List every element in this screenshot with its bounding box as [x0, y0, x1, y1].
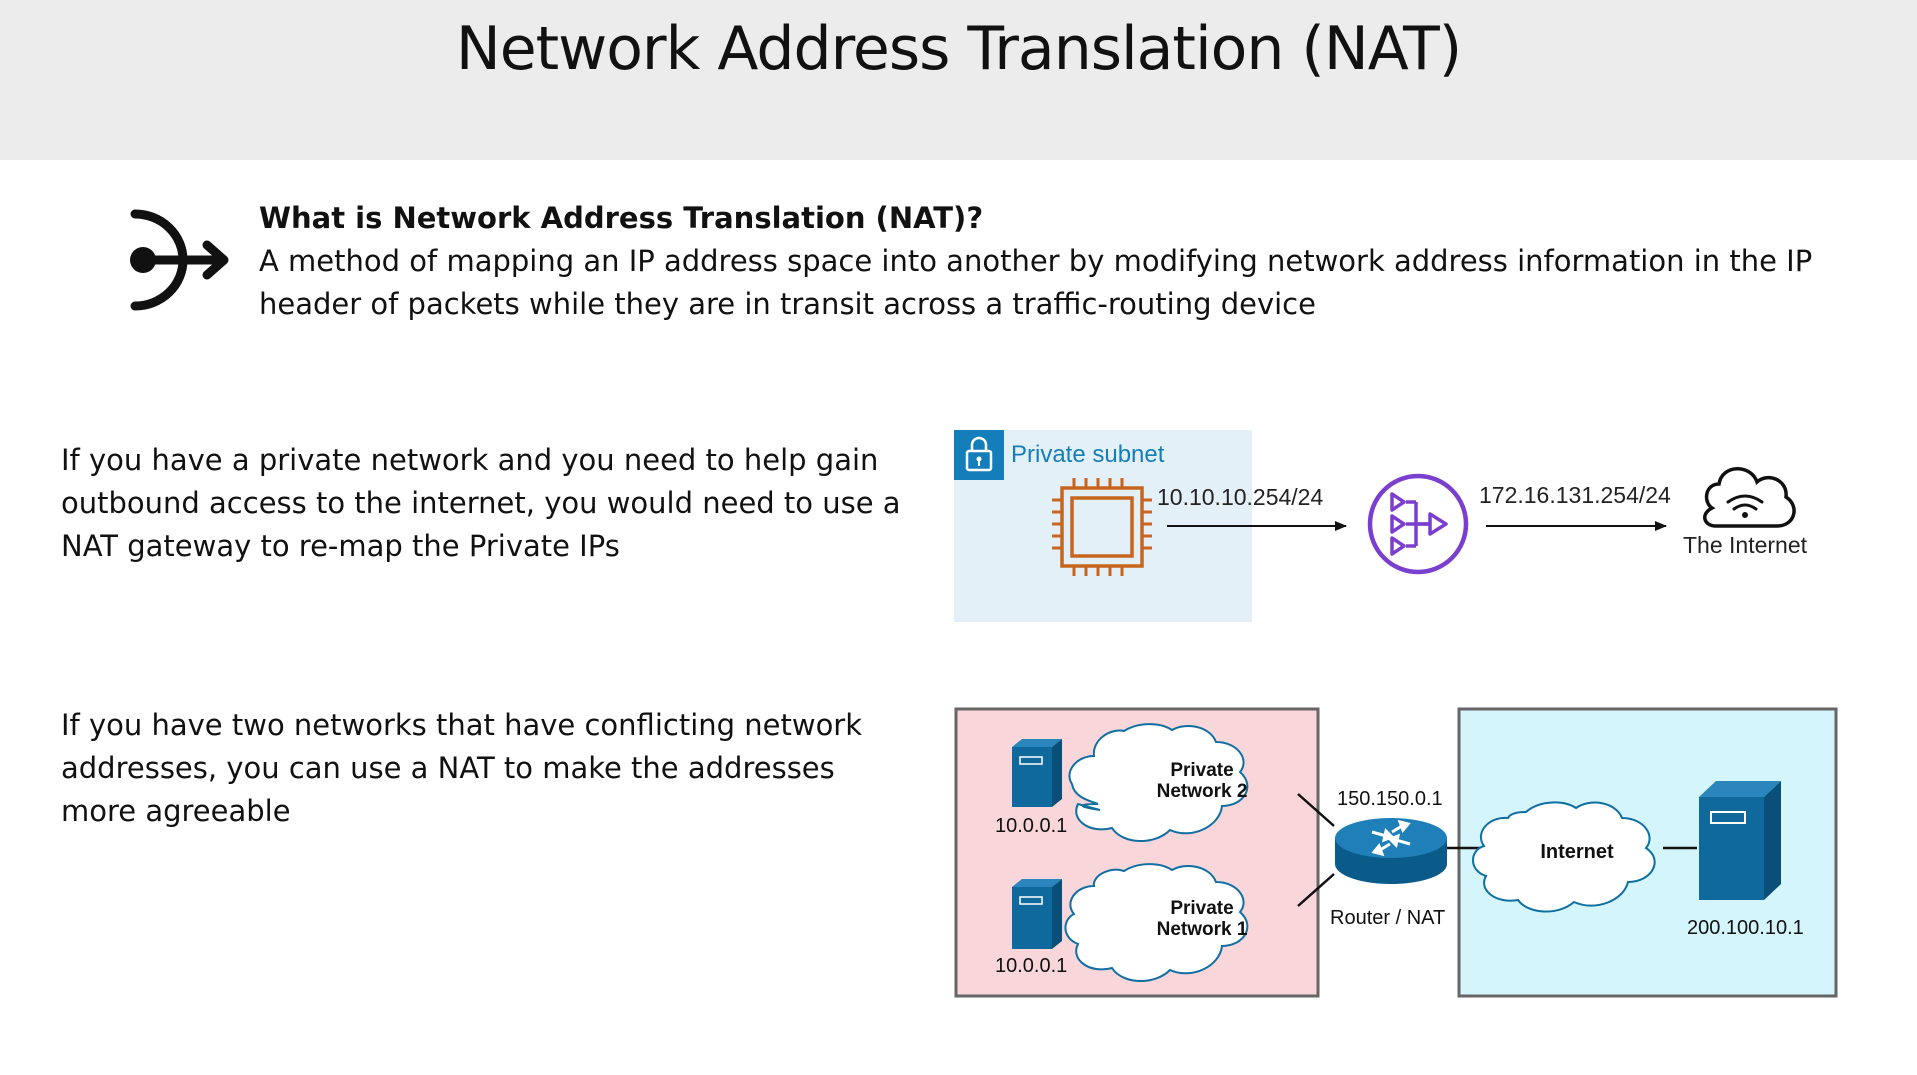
server-icon: [1012, 879, 1062, 949]
private-network-2-cloud: Private Network 2: [1068, 723, 1249, 843]
conflicting-networks-diagram: 10.0.0.1 10.0.0.1 Private Network 2 Priv…: [954, 707, 1838, 998]
private-subnet-label: Private subnet: [1011, 441, 1165, 468]
cloud-label-line2: Network 2: [1157, 781, 1248, 802]
nat-definition: What is Network Address Translation (NAT…: [259, 197, 1819, 326]
internet-cloud-icon: [1703, 467, 1796, 528]
lock-icon: [954, 430, 1004, 480]
cloud-label-line1: Private: [1170, 898, 1233, 919]
public-server-ip-label: 200.100.10.1: [1687, 917, 1804, 939]
ec2-instance-icon: [1052, 478, 1152, 576]
definition-body: A method of mapping an IP address space …: [259, 244, 1813, 321]
cloud-label-line2: Network 1: [1157, 919, 1248, 940]
router-ip-label: 150.150.0.1: [1337, 788, 1443, 810]
internet-label: The Internet: [1683, 532, 1808, 558]
nat-gateway-icon: [1367, 473, 1469, 575]
page-title: Network Address Translation (NAT): [455, 14, 1462, 84]
private-network-1-cloud: Private Network 1: [1064, 863, 1249, 983]
nat-gateway-diagram: Private subnet 10.10.10.254/24: [954, 430, 1808, 622]
server-icon: [1699, 781, 1781, 900]
server-icon: [1012, 739, 1062, 807]
server-ip-label: 10.0.0.1: [995, 815, 1067, 837]
link-network2-router: [1297, 793, 1335, 827]
nat-ip-label: 172.16.131.254/24: [1479, 482, 1671, 508]
nat-translation-icon: [130, 209, 229, 311]
cloud-label-line1: Private: [1170, 760, 1233, 781]
router-icon: [1335, 818, 1447, 884]
server-ip-label: 10.0.0.1: [995, 955, 1067, 977]
subnet-ip-label: 10.10.10.254/24: [1157, 484, 1323, 510]
router-label: Router / NAT: [1330, 907, 1445, 929]
use-case-outbound-text: If you have a private network and you ne…: [61, 443, 901, 563]
use-case-conflict-text: If you have two networks that have confl…: [61, 708, 863, 828]
link-network1-router: [1297, 873, 1335, 907]
title-banner: Network Address Translation (NAT): [0, 0, 1917, 160]
internet-cloud-label: Internet: [1540, 841, 1614, 863]
internet-cloud: Internet: [1472, 801, 1656, 913]
definition-heading: What is Network Address Translation (NAT…: [259, 201, 984, 235]
